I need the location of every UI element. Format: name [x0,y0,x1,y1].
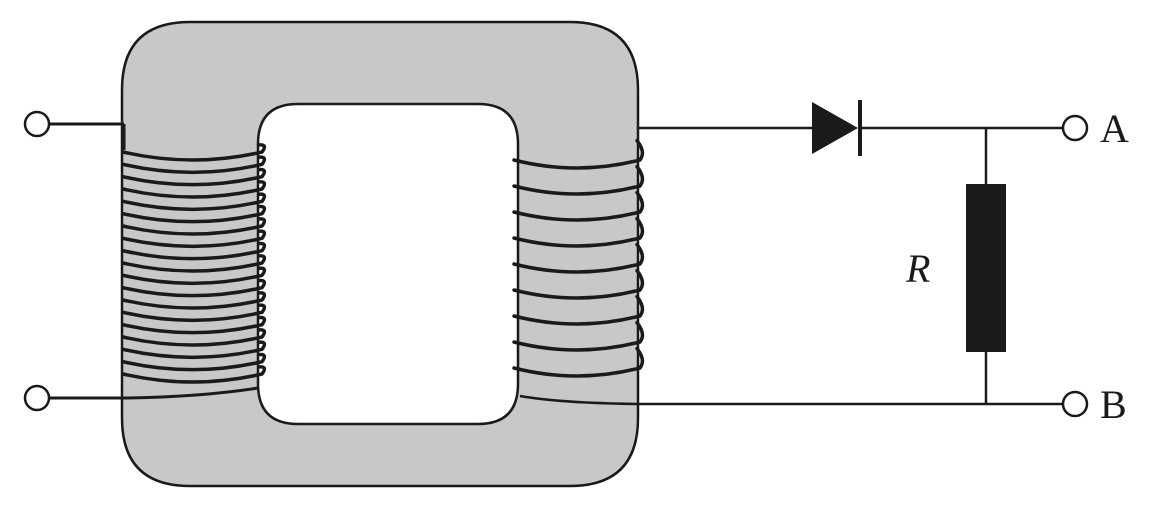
secondary-coil-turn [512,268,645,300]
primary-coil-turn [121,254,267,273]
primary-coil-turn [121,291,267,310]
secondary-coil-turn [512,346,645,378]
primary-coil-turn [121,303,267,323]
secondary-coil-turn [512,242,645,274]
secondary-coil-turn [512,164,645,196]
primary-coil-turn [121,315,267,335]
diode-triangle [812,102,858,154]
input-terminals [23,110,126,412]
primary-coil-tail [123,386,259,400]
primary-coil-turn [121,192,267,212]
primary-coil-turn [121,278,267,298]
primary-coil-turn [121,155,267,175]
resistor-label: R [905,246,930,291]
terminal-a-label: A [1100,106,1129,151]
primary-coil-turn [121,241,267,261]
primary-coil-turn [121,365,267,384]
primary-coil-turn [121,229,267,249]
secondary-coil [512,138,645,378]
resistor [966,184,1006,352]
terminal-a-circle [1061,114,1089,142]
primary-coil-turn [121,340,267,360]
terminal-b-label: B [1100,382,1127,427]
primary-coil-turn [121,143,267,162]
secondary-coil-turn [512,216,645,248]
input-terminal-top [23,110,51,138]
terminal-b-circle [1061,390,1089,418]
output-wiring [519,126,1062,406]
primary-coil-turn [121,217,267,236]
primary-coil-turn [121,180,267,199]
primary-coil [121,143,267,384]
secondary-coil-turn [512,138,645,170]
primary-coil-turn [121,167,267,187]
transformer-core [120,20,640,488]
secondary-coil-turn [512,294,645,326]
primary-coil-turn [121,204,267,224]
primary-coil-turn [121,266,267,286]
secondary-coil-turn [512,190,645,222]
secondary-bottom-lead [519,394,986,406]
input-terminal-bottom [23,384,51,412]
primary-coil-turn [121,352,267,372]
primary-coil-turn [121,328,267,347]
secondary-coil-turn [512,320,645,352]
diode [812,100,862,156]
